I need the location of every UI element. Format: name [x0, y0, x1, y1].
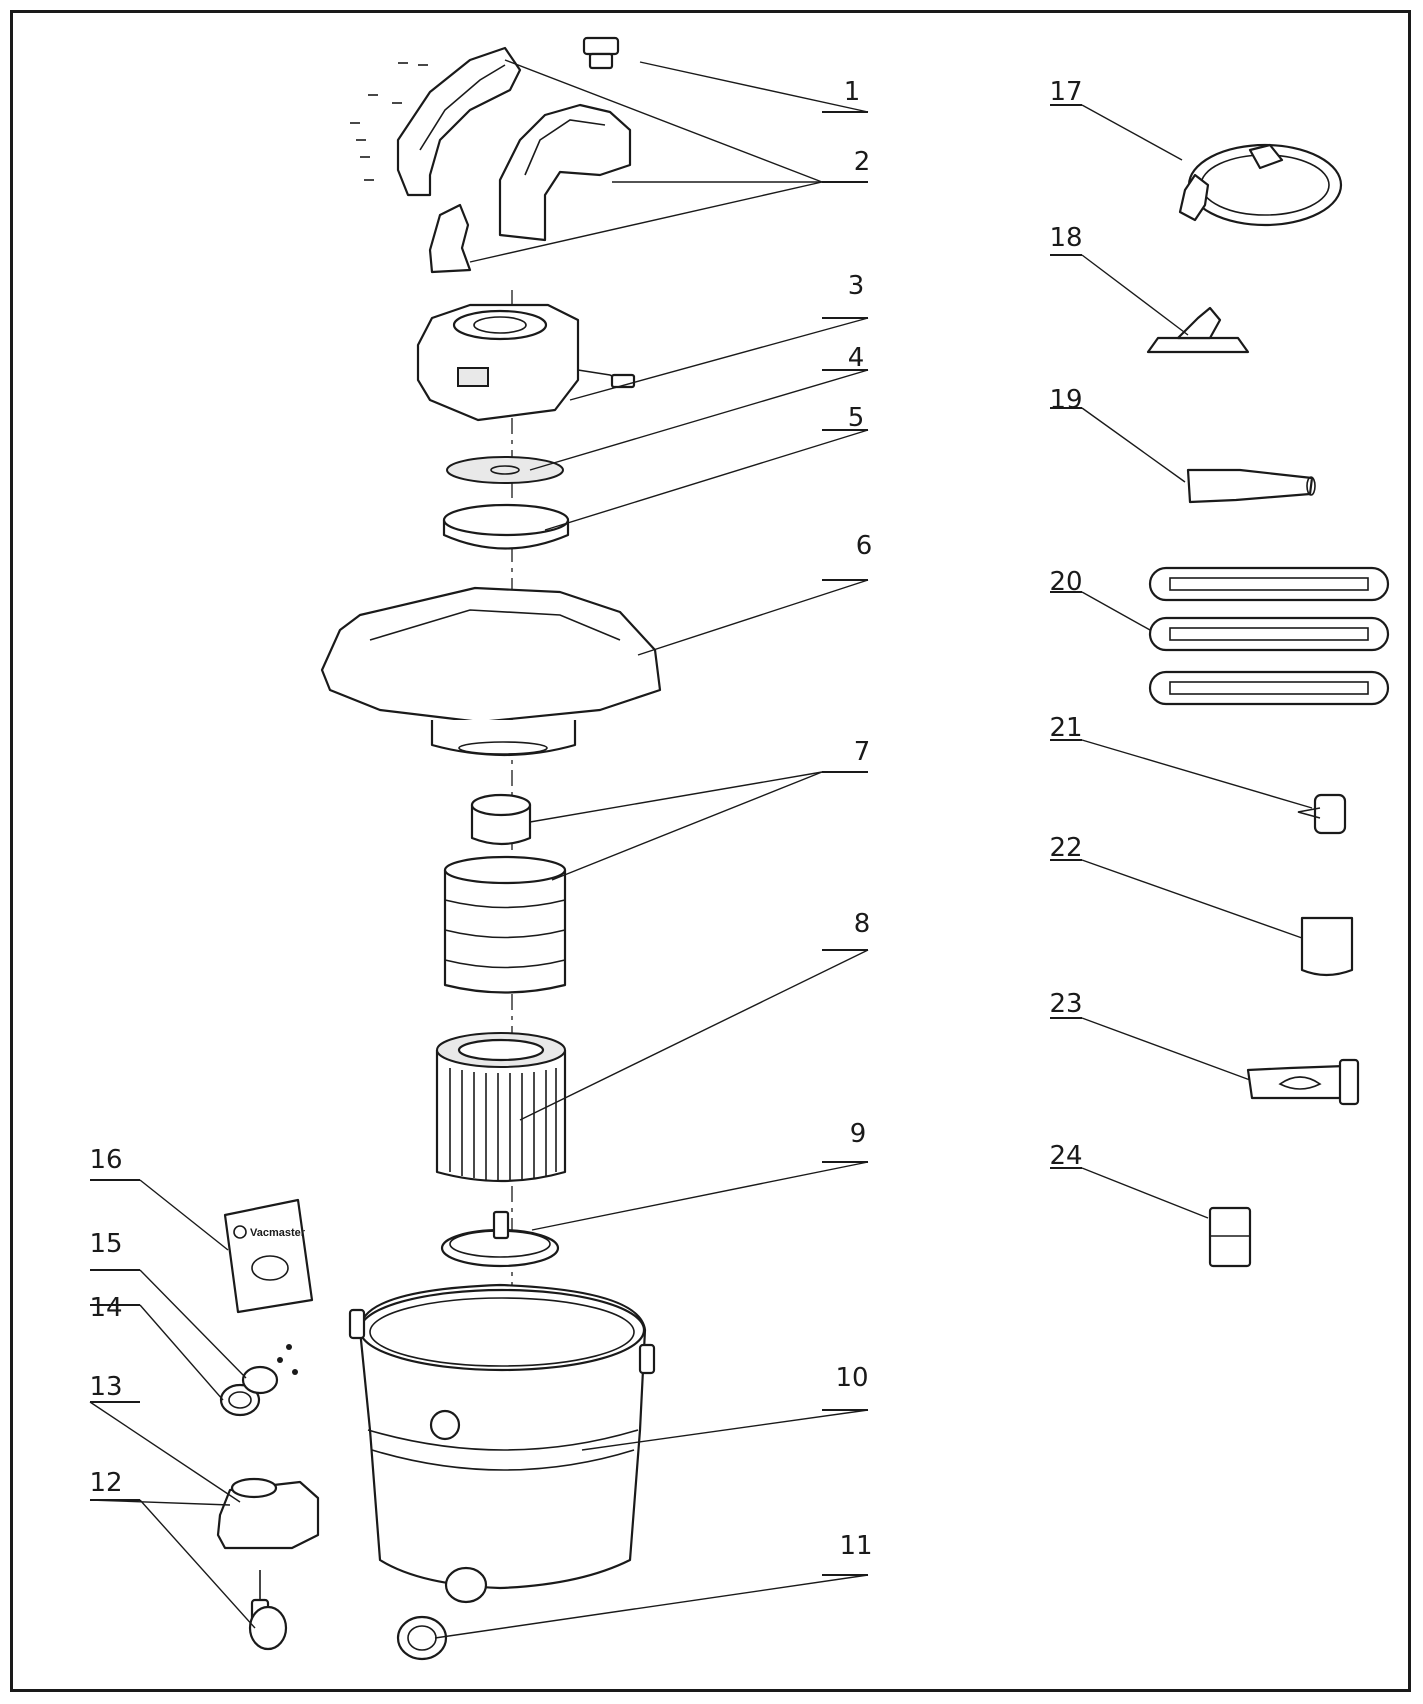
- part-11-drain-cap: [396, 1566, 488, 1661]
- part-17-hose: [1178, 143, 1343, 227]
- leader-lines: [89, 59, 1313, 1639]
- callout-1: 1: [844, 77, 861, 107]
- callout-7: 7: [854, 737, 871, 767]
- callout-19: 19: [1049, 385, 1082, 415]
- part-20-extension-wands: [1148, 566, 1390, 706]
- part-15-adapter-ring: [241, 1344, 298, 1395]
- callout-10: 10: [835, 1363, 868, 1393]
- callout-24: 24: [1049, 1141, 1082, 1171]
- part-22-cup: [1300, 916, 1354, 977]
- part-21-clip: [1297, 793, 1347, 835]
- part-18-floor-nozzle: [1146, 306, 1250, 354]
- part-9-filter-plate: [440, 1210, 560, 1268]
- part-16-manual: Vacmaster: [223, 1198, 314, 1314]
- callout-12: 12: [89, 1468, 122, 1498]
- callout-23: 23: [1049, 989, 1082, 1019]
- part-3-motor-head: [416, 303, 636, 422]
- manual-brand: Vacmaster: [250, 1227, 306, 1239]
- part-10-drum: [348, 1283, 656, 1590]
- callout-20: 20: [1049, 567, 1082, 597]
- callout-numbers: 1 2 3 4 5 6 7 8 9 10 11 12 13 14 15 16 1…: [89, 77, 1082, 1561]
- callout-8: 8: [854, 909, 871, 939]
- callout-3: 3: [848, 271, 865, 301]
- callout-16: 16: [89, 1145, 122, 1175]
- part-19-crevice-tool: [1186, 468, 1316, 504]
- part-23-utility-nozzle: [1246, 1058, 1360, 1106]
- callout-2: 2: [854, 147, 871, 177]
- part-24-coupling: [1208, 1206, 1252, 1268]
- callout-18: 18: [1049, 223, 1082, 253]
- callout-15: 15: [89, 1229, 122, 1259]
- part-13-caster-base: [216, 1477, 320, 1550]
- callout-11: 11: [839, 1531, 872, 1561]
- callout-9: 9: [850, 1119, 867, 1149]
- callout-4: 4: [848, 343, 865, 373]
- part-1-cap: [582, 36, 620, 70]
- callout-6: 6: [856, 531, 873, 561]
- part-6-lid: [320, 586, 662, 757]
- callout-17: 17: [1049, 77, 1082, 107]
- part-2-handle-assembly: [350, 46, 632, 274]
- part-5-float-cage: [442, 503, 570, 550]
- part-4-perforated-disk: [446, 456, 564, 484]
- callout-13: 13: [89, 1372, 122, 1402]
- part-7-filter-cage: [443, 793, 567, 994]
- callout-underlines: [90, 104, 1082, 1576]
- callout-21: 21: [1049, 713, 1082, 743]
- part-8-cartridge-filter: [435, 1032, 567, 1183]
- callout-5: 5: [848, 403, 865, 433]
- part-12-caster: [248, 1570, 288, 1651]
- part-14-hose-adapter: [219, 1383, 261, 1417]
- callout-14: 14: [89, 1293, 122, 1323]
- diagram-frame: [10, 10, 1411, 1692]
- callout-22: 22: [1049, 833, 1082, 863]
